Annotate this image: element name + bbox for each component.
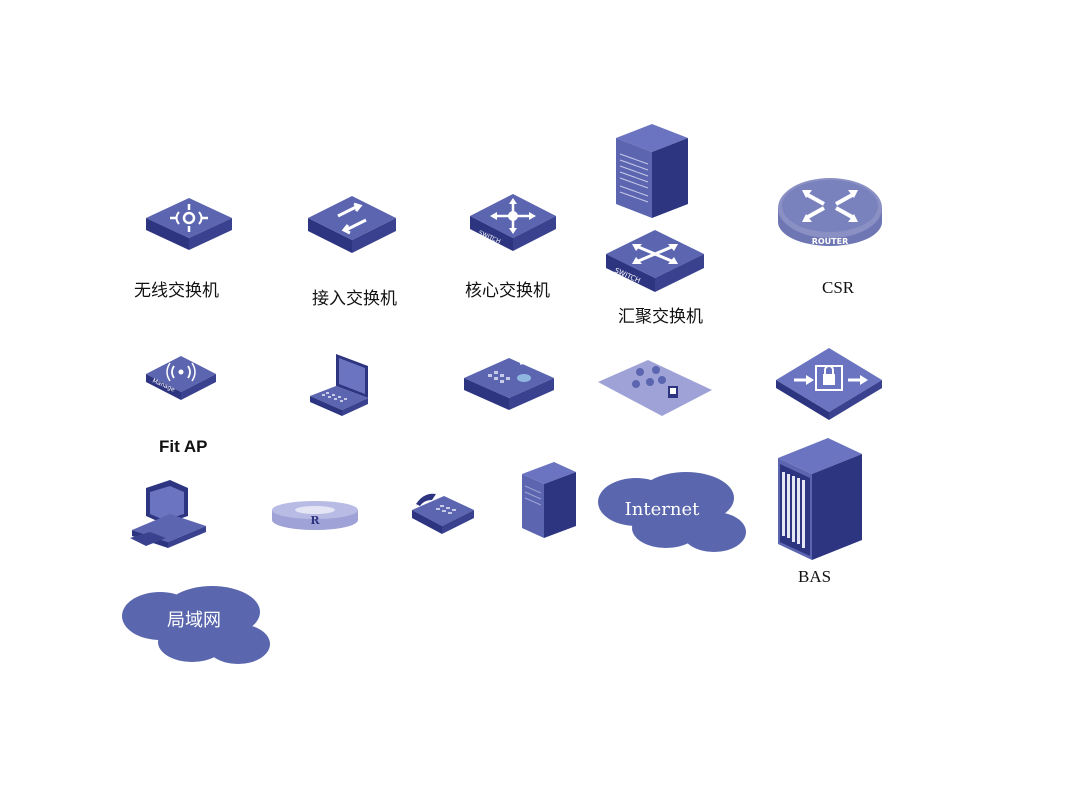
server-tower-icon [520,462,578,540]
disk-router-icon: R [270,498,360,532]
csr-label: CSR [822,278,855,297]
lan-cloud-icon: 局域网 [120,582,272,666]
laptop-icon [308,352,374,424]
wireless-switch-icon [146,190,232,252]
aggregation-switch-label: 汇聚交换机 [618,307,703,327]
router-text: ROUTER [812,237,849,246]
internet-cloud-icon: Internet [596,470,748,554]
lan-cloud-label: 局域网 [167,610,221,631]
bas-chassis-icon [776,438,864,562]
circuit-board-icon [598,352,712,422]
core-switch-label: 核心交换机 [465,281,550,301]
voice-gateway-icon [464,352,554,412]
aggregation-switch-icon: SWITCH [606,224,704,296]
access-switch-icon [308,190,396,256]
ip-phone-icon [410,488,476,536]
fit-ap-label: Fit AP [159,437,208,456]
bas-label: BAS [798,567,832,586]
chassis-icon [614,124,690,220]
fit-ap-icon: Manage [146,352,216,402]
core-switch-icon: SWITCH [470,190,556,254]
desktop-pc-icon [130,480,210,552]
wireless-switch-label: 无线交换机 [134,281,219,301]
access-switch-label: 接入交换机 [312,289,397,309]
router-icon: ROUTER [776,174,884,250]
firewall-icon [776,344,882,422]
disk-router-text: R [310,514,320,527]
internet-cloud-label: Internet [625,499,700,520]
